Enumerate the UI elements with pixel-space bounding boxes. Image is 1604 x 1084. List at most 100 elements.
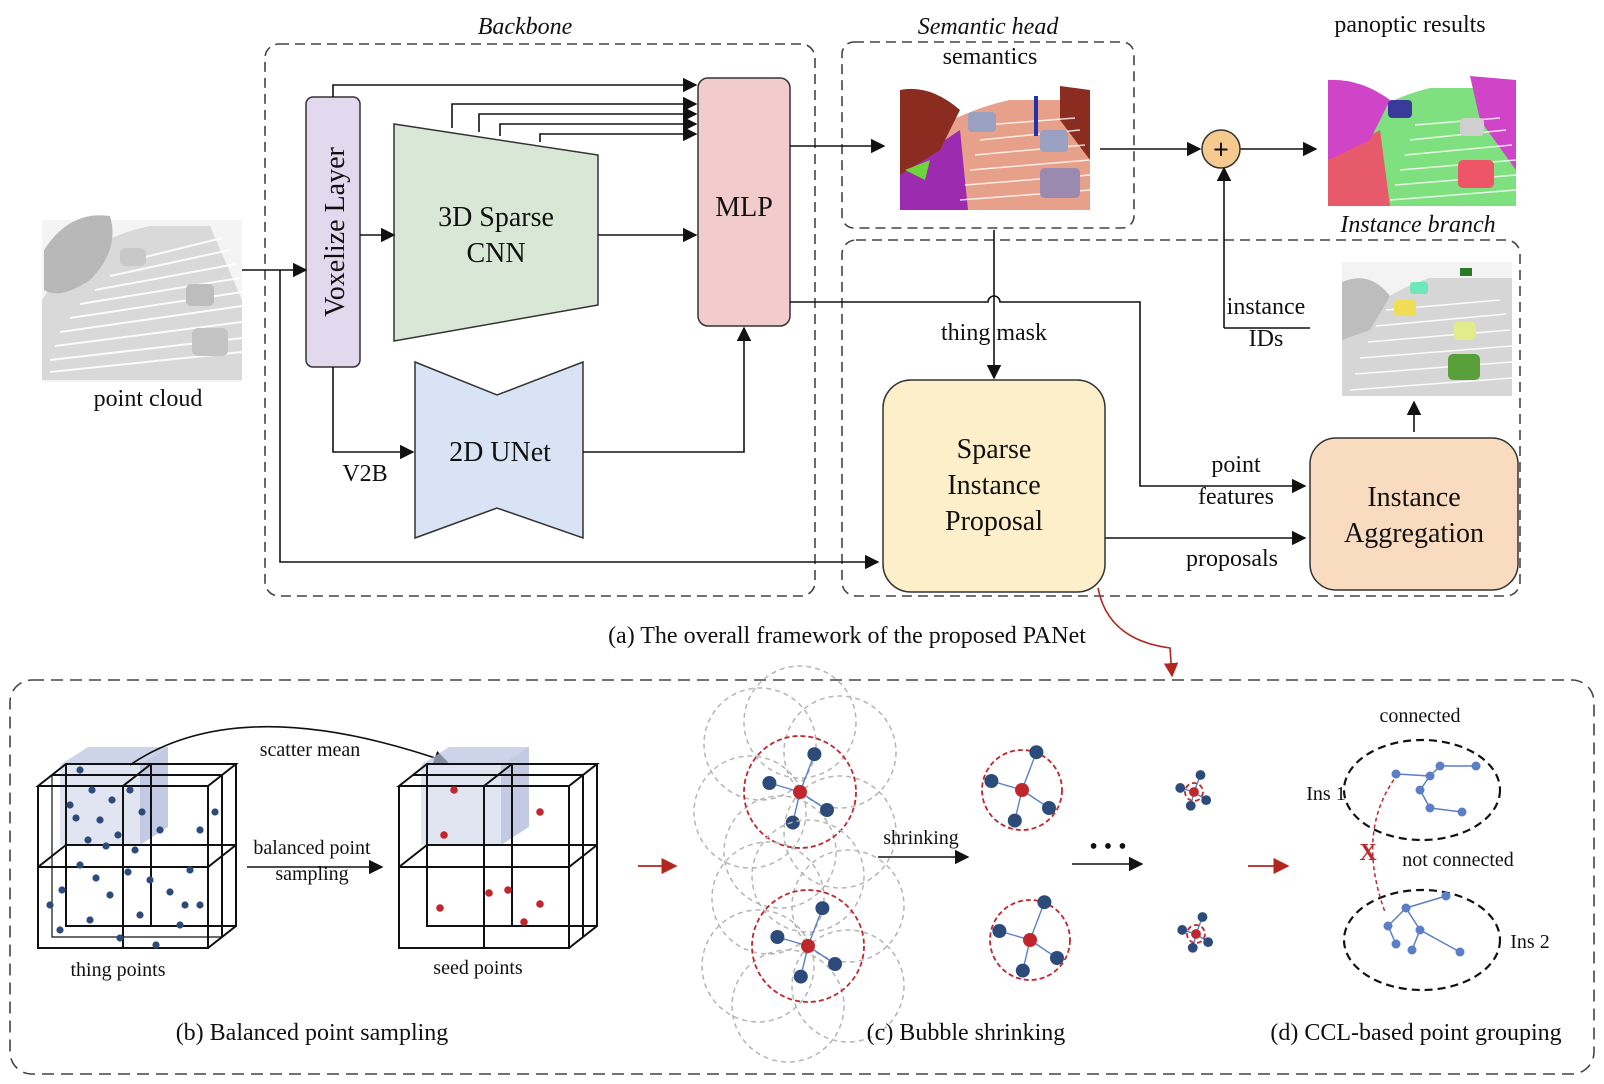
not-connected-label: not connected [1402,849,1514,871]
graph-edge [1419,929,1461,953]
graph-node [1407,945,1417,955]
backbone-arrows [242,77,1307,570]
thing-point [152,941,160,949]
bubble-point [793,969,808,984]
candidate-bubble [711,841,825,955]
candidate-bubble [783,695,897,809]
bubble-point [1050,951,1064,965]
bubble-point [992,924,1007,938]
seed-bubble [743,735,857,849]
bubble-center [793,785,807,799]
mlp-block[interactable] [697,77,791,327]
graph-node [1391,769,1401,779]
thing-point [196,826,204,834]
instance-branch-title: Instance branch [1339,212,1495,238]
thing-point [102,842,110,850]
instance-aggregation-block[interactable] [1309,437,1519,591]
graph-node [1415,785,1425,795]
ccl-graphs [1383,761,1481,957]
caption-d: (d) CCL-based point grouping [1270,1020,1561,1046]
thing-point [138,808,146,816]
candidate-bubble [743,665,857,779]
caption-b: (b) Balanced point sampling [176,1020,449,1046]
seed-bubble [981,749,1063,831]
caption-c: (c) Bubble shrinking [867,1020,1066,1046]
mlp-label: MLP [715,192,773,223]
graph-edge [1405,895,1447,909]
instance-2-ellipse [1342,888,1502,992]
graph-node [1457,807,1467,817]
bubble-point [815,901,830,916]
thing-mask-label: thing mask [941,320,1047,346]
zoom-in-arrow [1097,587,1179,678]
thing-point [92,874,100,882]
seed-bubble [1186,924,1206,944]
bubble-center [1189,787,1199,797]
bubble-point [1195,770,1206,780]
seed-point [440,831,448,839]
thing-point [56,926,64,934]
instance-ids-label-1: instance [1227,294,1306,320]
thing-point [96,816,104,824]
graph-node [1455,947,1465,957]
seed-point [520,918,528,926]
thing-points [46,766,219,949]
thing-point [181,901,189,909]
bubble-point [1037,895,1052,910]
candidate-bubble [791,929,905,1043]
plus-symbol: + [1213,135,1229,166]
bubble-point [1197,912,1208,922]
bubble-point [762,776,777,790]
bubble-point [1175,783,1186,793]
thing-point [131,846,139,854]
voxelize-layer-label: Voxelize Layer [320,146,351,316]
graph-node [1425,803,1435,813]
proposal-label-2: Instance [947,470,1040,501]
thing-point [46,901,54,909]
seed-points [436,786,544,926]
instance-ids-image [1342,262,1513,396]
unet-block[interactable] [414,360,584,540]
bubble-shrinking [693,665,1214,1063]
ellipsis-dots: • • • [1089,834,1126,860]
shrinking-label: shrinking [883,827,959,849]
backbone-title: Backbone [478,14,573,40]
seed-bubble [989,899,1071,981]
thing-point [114,831,122,839]
bubble-point [1187,942,1198,953]
graph-node [1435,761,1445,771]
thing-point [84,836,92,844]
seed-points-label: seed points [433,957,523,979]
candidate-bubble [783,775,897,889]
seed-point [536,808,544,816]
bubble-center [1191,929,1201,939]
graph-node [1401,903,1411,913]
semantics-label: semantics [943,44,1038,70]
proposal-label-1: Sparse [957,434,1032,465]
caption-a: (a) The overall framework of the propose… [608,623,1086,649]
thing-point [166,888,174,896]
candidate-bubble [723,795,837,909]
sparse-cnn-block[interactable] [393,123,599,342]
thing-point [186,866,194,874]
aggregation-label-1: Instance [1367,482,1460,513]
bubble-point [807,747,822,762]
seed-point [485,889,493,897]
bubble-center [1015,783,1029,797]
point-features-label-2: features [1198,484,1274,510]
panoptic-results-image [1328,72,1517,206]
balanced-sampling-label-2: sampling [275,863,348,885]
instance-branch-box [841,239,1521,597]
thing-point [136,911,144,919]
bubble-point [1201,795,1212,805]
scatter-mean-arrow [129,725,449,766]
candidate-bubble [701,909,815,1023]
candidate-bubble [731,949,845,1063]
graph-node [1425,771,1435,781]
thing-point [88,786,96,794]
sparse-instance-proposal-block[interactable] [882,379,1106,593]
thing-point [72,814,80,822]
seed-point [536,900,544,908]
graph-node [1383,921,1393,931]
sparse-cnn-label-2: CNN [466,238,525,269]
